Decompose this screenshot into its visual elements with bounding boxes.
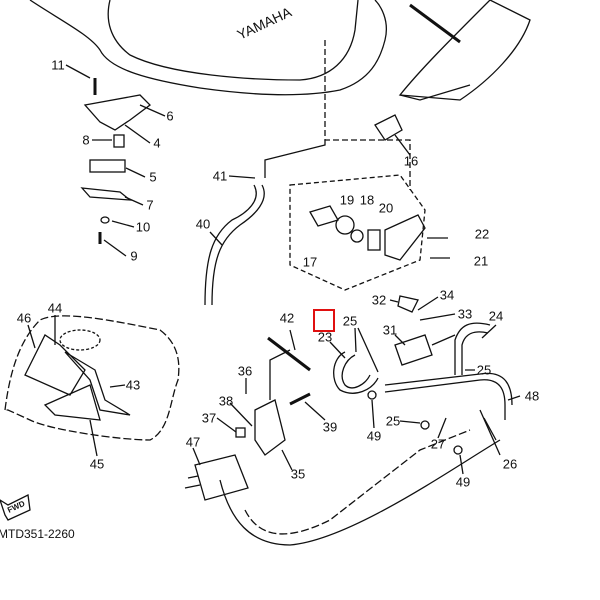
- callout-33[interactable]: 33: [457, 306, 473, 322]
- callout-25b[interactable]: 25: [476, 362, 492, 378]
- callout-47[interactable]: 47: [185, 434, 201, 450]
- callout-24[interactable]: 24: [488, 308, 504, 324]
- tank-panel: [107, 0, 359, 81]
- callout-34[interactable]: 34: [439, 287, 455, 303]
- callout-31[interactable]: 31: [382, 322, 398, 338]
- callout-4[interactable]: 4: [153, 135, 161, 151]
- diagram-code: MTD351-2260: [0, 527, 75, 541]
- fuel-pump-47: [194, 454, 249, 501]
- callout-38[interactable]: 38: [218, 393, 234, 409]
- callout-23[interactable]: 23: [317, 329, 333, 345]
- washer-10: [100, 216, 110, 224]
- callout-44[interactable]: 44: [47, 300, 63, 316]
- panel-44: [24, 334, 86, 396]
- callout-6[interactable]: 6: [166, 108, 174, 124]
- callout-19[interactable]: 19: [339, 192, 355, 208]
- callout-39[interactable]: 39: [322, 419, 338, 435]
- callout-36[interactable]: 36: [237, 363, 253, 379]
- clamp-49a: [367, 390, 377, 400]
- gasket: [309, 205, 339, 227]
- callout-11[interactable]: 11: [51, 57, 65, 73]
- callout-20[interactable]: 20: [378, 200, 394, 216]
- bracket-6: [83, 94, 151, 131]
- callout-25c[interactable]: 25: [385, 413, 401, 429]
- callout-49b[interactable]: 49: [455, 474, 471, 490]
- callout-25a[interactable]: 25: [342, 313, 358, 329]
- highlight-box: [313, 309, 335, 332]
- callout-7[interactable]: 7: [146, 197, 154, 213]
- trim-43: [64, 351, 131, 416]
- callout-16[interactable]: 16: [403, 153, 419, 169]
- callout-32[interactable]: 32: [371, 292, 387, 308]
- hose-24: [454, 322, 491, 375]
- clamp-49b: [453, 445, 463, 455]
- pad-5: [89, 159, 126, 173]
- fuel-cock-group: [289, 174, 426, 291]
- side-tank: [4, 315, 180, 441]
- hose-dashed: [244, 429, 471, 535]
- o-ring-18: [350, 229, 364, 243]
- bracket-35: [254, 399, 286, 456]
- side-cowl: [398, 0, 531, 101]
- hose-23: [333, 351, 379, 394]
- strainer-19: [335, 215, 355, 235]
- pipe-48: [384, 372, 513, 420]
- seal-20: [367, 229, 381, 251]
- fwd-arrow: [0, 494, 31, 521]
- callout-49a[interactable]: 49: [366, 428, 382, 444]
- callout-21[interactable]: 21: [473, 253, 489, 269]
- callout-45[interactable]: 45: [89, 456, 105, 472]
- callout-41[interactable]: 41: [212, 168, 228, 184]
- panel-45: [43, 384, 101, 421]
- clip-16: [374, 114, 403, 141]
- callout-27[interactable]: 27: [430, 436, 446, 452]
- callout-5[interactable]: 5: [149, 169, 157, 185]
- nut-37: [235, 427, 246, 438]
- callout-18[interactable]: 18: [359, 192, 375, 208]
- hose-40: [204, 184, 265, 306]
- callout-10[interactable]: 10: [135, 219, 151, 235]
- callout-37[interactable]: 37: [201, 410, 217, 426]
- callout-17[interactable]: 17: [302, 254, 318, 270]
- callout-26[interactable]: 26: [502, 456, 518, 472]
- collar-8: [113, 134, 125, 148]
- callout-22[interactable]: 22: [474, 226, 490, 242]
- bolt-39: [289, 392, 311, 406]
- plate-7: [80, 187, 133, 201]
- callout-48[interactable]: 48: [524, 388, 540, 404]
- bolt-42: [267, 336, 311, 372]
- fuel-tank: [29, 0, 387, 96]
- yamaha-logo: YAMAHA: [235, 3, 295, 42]
- callout-8[interactable]: 8: [82, 132, 90, 148]
- long-bolt: [409, 3, 461, 44]
- callout-43[interactable]: 43: [125, 377, 141, 393]
- clamp-25c: [420, 420, 430, 430]
- callout-9[interactable]: 9: [130, 248, 138, 264]
- clamp-32: [397, 295, 419, 313]
- callout-35[interactable]: 35: [290, 466, 306, 482]
- callout-40[interactable]: 40: [195, 216, 211, 232]
- callout-46[interactable]: 46: [16, 310, 32, 326]
- fuel-filter-31: [394, 334, 433, 366]
- hose-47: [219, 439, 501, 546]
- callout-42[interactable]: 42: [279, 310, 295, 326]
- fuel-cock: [384, 214, 426, 261]
